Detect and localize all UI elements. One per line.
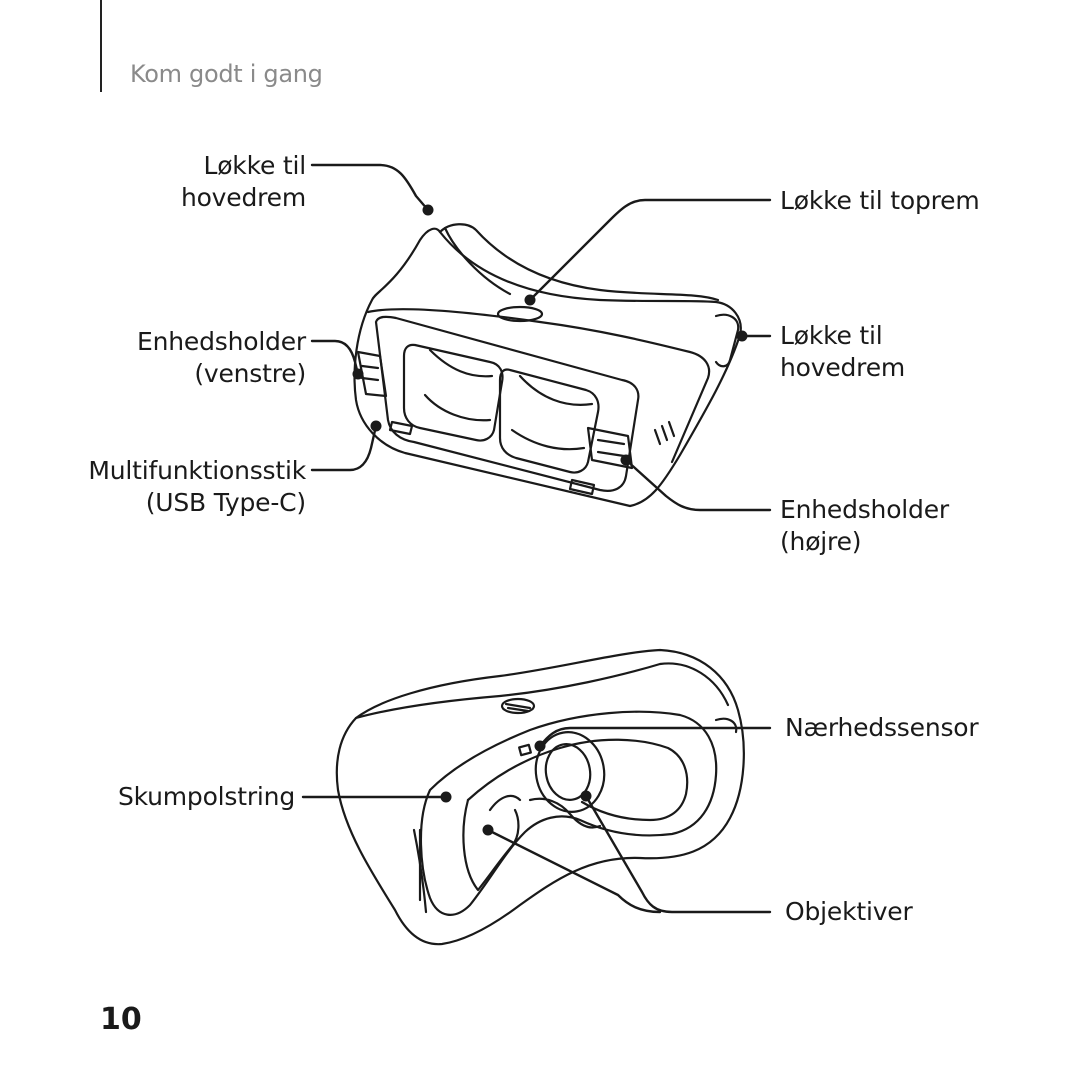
label-foam-cushion: Skumpolstring <box>117 782 295 811</box>
lens-window-right <box>498 368 600 474</box>
lens-left-edge <box>488 794 522 812</box>
lens-window-left <box>402 343 504 442</box>
usb-connector <box>388 420 414 436</box>
section-title: Kom godt i gang <box>130 60 323 88</box>
label-multifunction-port: Multifunktionsstik (USB Type-C) <box>88 455 306 519</box>
label-proximity-sensor: Nærhedssensor <box>785 713 979 742</box>
label-line: Enhedsholder <box>137 327 306 356</box>
page-number: 10 <box>100 1002 142 1037</box>
label-line: Enhedsholder <box>780 495 949 524</box>
label-head-strap-loop-right: Løkke til hovedrem <box>780 320 905 384</box>
proximity-sensor <box>518 743 532 757</box>
label-line: hovedrem <box>780 353 906 382</box>
label-line: Løkke til <box>203 151 306 180</box>
label-line: (højre) <box>780 527 862 556</box>
label-line: hovedrem <box>180 183 306 212</box>
label-line: (venstre) <box>194 359 306 388</box>
callout-leaders <box>301 163 772 914</box>
side-strap-loop <box>714 313 740 368</box>
lens-right <box>534 731 606 813</box>
holder-left <box>356 350 388 398</box>
headset-front-view <box>353 223 742 508</box>
label-line: Løkke til <box>780 321 883 350</box>
device-compartment <box>374 315 640 492</box>
label-top-strap-loop: Løkke til toprem <box>780 186 980 215</box>
headset-rear-view <box>335 648 745 946</box>
rim-inner <box>366 308 711 464</box>
label-head-strap-loop-left: Løkke til hovedrem <box>181 150 306 214</box>
holder-right <box>586 426 634 470</box>
focus-wheel <box>500 697 536 715</box>
top-strap-surface <box>438 223 720 302</box>
rear-shell-outline <box>335 648 745 946</box>
callout-dots <box>352 204 748 836</box>
top-strap-slot <box>496 305 544 323</box>
foam-cushion <box>419 710 718 916</box>
header-rule <box>100 0 102 92</box>
label-lenses: Objektiver <box>785 897 913 926</box>
label-device-holder-left: Enhedsholder (venstre) <box>137 326 306 390</box>
label-line: Multifunktionsstik <box>88 456 306 485</box>
label-device-holder-right: Enhedsholder (højre) <box>780 494 949 558</box>
label-line: (USB Type-C) <box>145 488 306 517</box>
shell-outline <box>353 227 742 508</box>
